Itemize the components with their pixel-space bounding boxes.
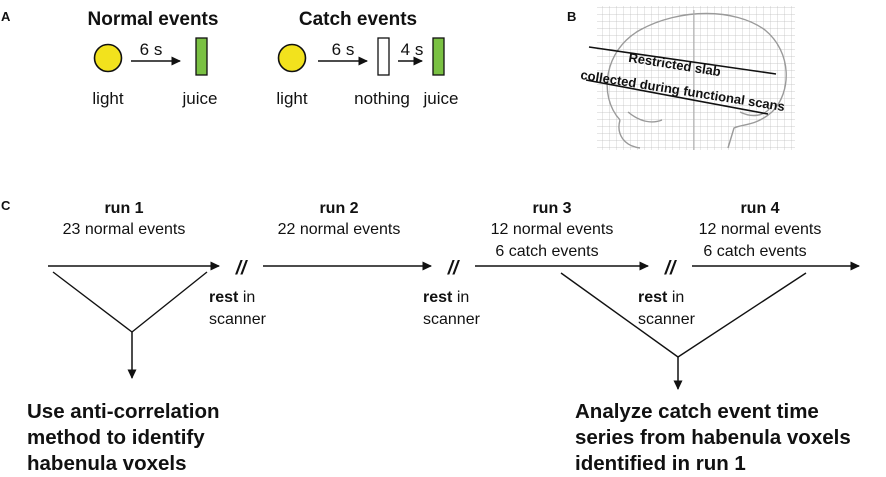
delay-6s-label: 6 s <box>332 40 355 59</box>
run-catch-count: 6 catch events <box>703 243 806 260</box>
light-label: light <box>92 89 123 108</box>
juice-label: juice <box>182 89 218 108</box>
break-mark: // <box>235 258 248 279</box>
delay-6s-label: 6 s <box>140 40 163 59</box>
rest-label: rest in <box>209 289 255 306</box>
normal-events-title: Normal events <box>88 9 219 30</box>
juice-label: juice <box>423 89 459 108</box>
outcome-left-line: method to identify <box>27 426 205 449</box>
outcome-right-line: identified in run 1 <box>575 452 746 475</box>
light-label: light <box>276 89 307 108</box>
break-mark: // <box>664 258 677 279</box>
run-title: run 1 <box>104 200 143 217</box>
light-stimulus-icon <box>277 43 307 73</box>
scanner-label: scanner <box>423 311 481 328</box>
nothing-label: nothing <box>354 89 410 108</box>
brain-mri-scout-image <box>585 6 795 150</box>
rest-label: rest in <box>423 289 469 306</box>
funnel-line <box>131 271 208 333</box>
run-event-count: 12 normal events <box>699 221 822 238</box>
juice-reward-icon <box>195 37 208 76</box>
scanner-label: scanner <box>209 311 267 328</box>
outcome-right-line: series from habenula voxels <box>575 426 851 449</box>
rest-word: rest <box>209 289 239 306</box>
rest-label: rest in <box>638 289 684 306</box>
rest-in-word: in <box>457 289 469 306</box>
outcome-right-line: Analyze catch event time <box>575 400 819 423</box>
funnel-line <box>560 272 679 358</box>
run-title: run 4 <box>740 200 779 217</box>
run-event-count: 12 normal events <box>491 221 614 238</box>
light-stimulus-icon <box>93 43 123 73</box>
panel-label-c: C <box>1 198 11 213</box>
rest-in-word: in <box>672 289 684 306</box>
panel-label-b: B <box>567 9 576 24</box>
delay-4s-label: 4 s <box>401 40 424 59</box>
rest-word: rest <box>423 289 453 306</box>
panel-label-a: A <box>1 9 11 24</box>
scanner-label: scanner <box>638 311 696 328</box>
run-title: run 2 <box>319 200 358 217</box>
run-event-count: 22 normal events <box>278 221 401 238</box>
run-catch-count: 6 catch events <box>495 243 598 260</box>
empty-outcome-icon <box>377 37 390 76</box>
break-mark: // <box>447 258 460 279</box>
run-event-count: 23 normal events <box>63 221 186 238</box>
outcome-left-line: habenula voxels <box>27 452 187 475</box>
outcome-left-line: Use anti-correlation <box>27 400 220 423</box>
rest-in-word: in <box>243 289 255 306</box>
rest-word: rest <box>638 289 668 306</box>
funnel-line <box>677 272 807 358</box>
juice-reward-icon <box>432 37 445 76</box>
run-title: run 3 <box>532 200 571 217</box>
funnel-line <box>52 271 133 333</box>
catch-events-title: Catch events <box>299 9 417 30</box>
